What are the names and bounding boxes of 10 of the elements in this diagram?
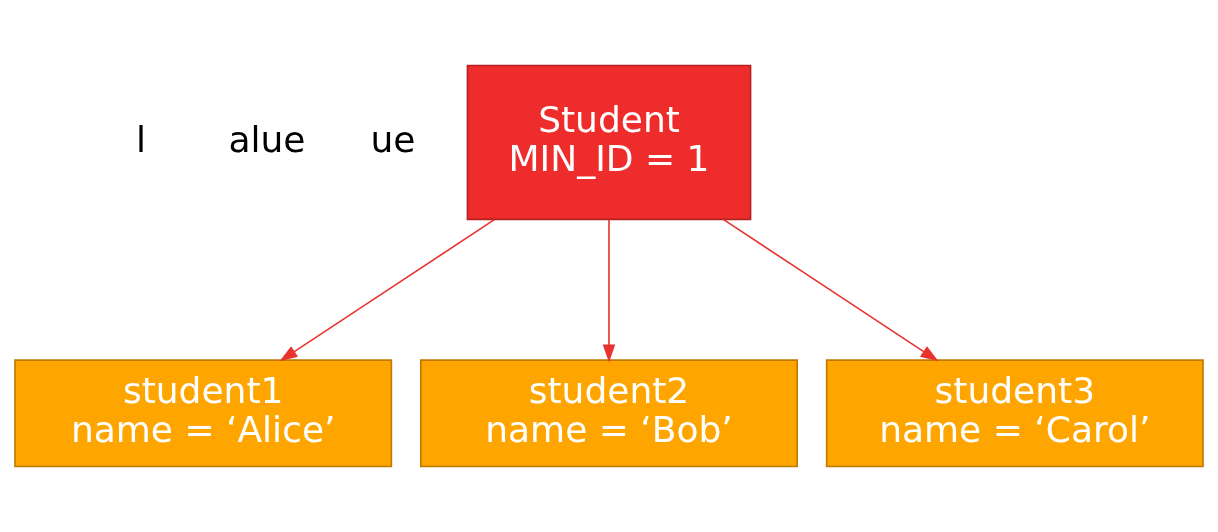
label: alue <box>228 118 306 160</box>
node-box: student2 name = ‘Bob’ <box>420 359 798 468</box>
arrow <box>279 218 496 362</box>
arrow <box>722 218 939 362</box>
node-box: Student MIN_ID = 1 <box>466 64 752 221</box>
label: ue <box>370 118 416 160</box>
node-box: student1 name = ‘Alice’ <box>14 359 393 468</box>
node-box: student3 name = ‘Carol’ <box>825 359 1204 468</box>
label: l <box>135 118 147 160</box>
arrow <box>602 219 616 363</box>
